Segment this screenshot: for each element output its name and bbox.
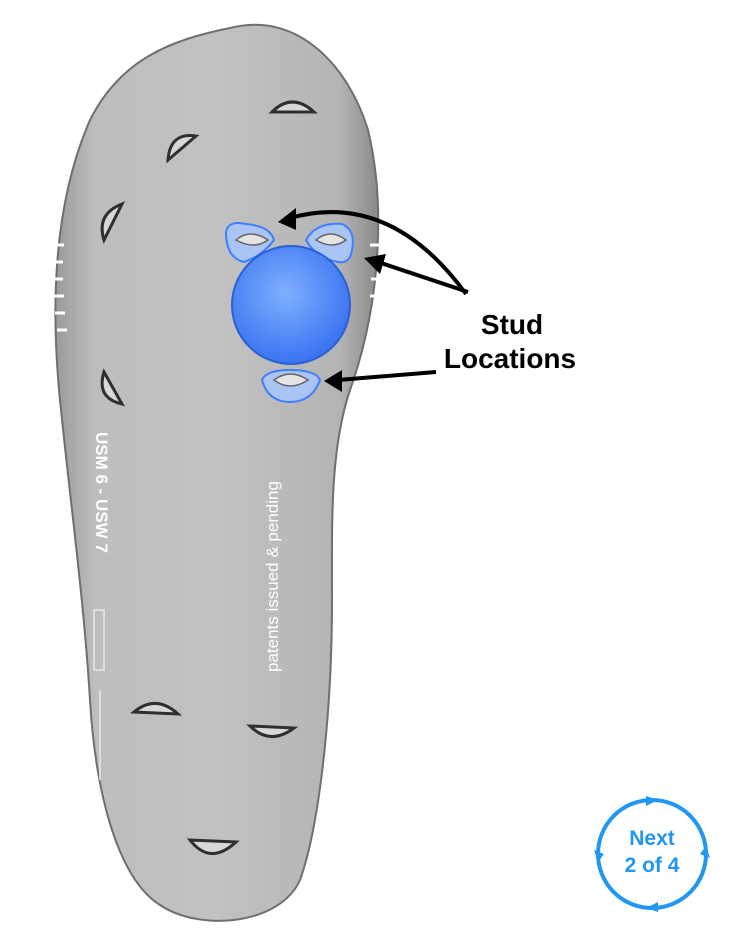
callout-label-line2: Locations <box>443 343 577 374</box>
patent-text: patents issued & pending <box>263 481 282 672</box>
page-indicator: 2 of 4 <box>624 854 680 877</box>
embossed-logo <box>93 609 105 780</box>
cycle-arrows-icon <box>594 796 710 912</box>
size-marking: USM 6 - USW 7 <box>92 432 111 553</box>
callout-label-line1: Stud <box>480 309 544 340</box>
arrow-heads <box>278 208 386 392</box>
stud-recesses <box>100 100 318 855</box>
ball-of-foot-marker <box>231 245 351 365</box>
stud-recess <box>268 100 318 114</box>
stud-recess <box>246 724 299 738</box>
stud-recess <box>100 368 125 407</box>
stud-inner-shapes <box>234 233 348 387</box>
stud-recess <box>130 702 183 716</box>
next-button[interactable]: Next 2 of 4 <box>594 796 710 912</box>
callout-arrows <box>289 210 469 382</box>
stud-recess <box>100 201 126 245</box>
stud-recess <box>166 134 200 164</box>
next-label: Next <box>629 827 675 850</box>
stud-recess <box>186 838 240 855</box>
